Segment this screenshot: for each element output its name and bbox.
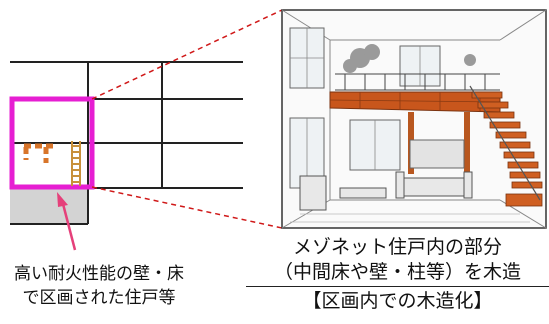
pointer-arrow — [57, 192, 77, 251]
note-left-line1: 高い耐火性能の壁・床 — [14, 264, 184, 284]
shaded-ground-cell — [10, 188, 88, 224]
highlighted-unit-box — [9, 96, 95, 190]
leader-lines — [91, 9, 283, 229]
wood-structure-marks — [23, 143, 55, 163]
note-right-line2: （中間床や壁・柱等）を木造 — [246, 260, 549, 287]
stair-mark — [71, 141, 81, 186]
wooden-construction-note: メゾネット住戸内の部分 （中間床や壁・柱等）を木造 【区画内での木造化】 — [246, 235, 549, 314]
building-section-grid — [10, 61, 243, 225]
note-right-line1: メゾネット住戸内の部分 — [292, 236, 502, 258]
note-right-line3: 【区画内での木造化】 — [302, 290, 493, 312]
maisonette-illustration — [281, 9, 547, 229]
note-left-line2: で区画された住戸等 — [22, 288, 176, 308]
fire-resistant-unit-note: 高い耐火性能の壁・床 で区画された住戸等 — [0, 262, 198, 310]
